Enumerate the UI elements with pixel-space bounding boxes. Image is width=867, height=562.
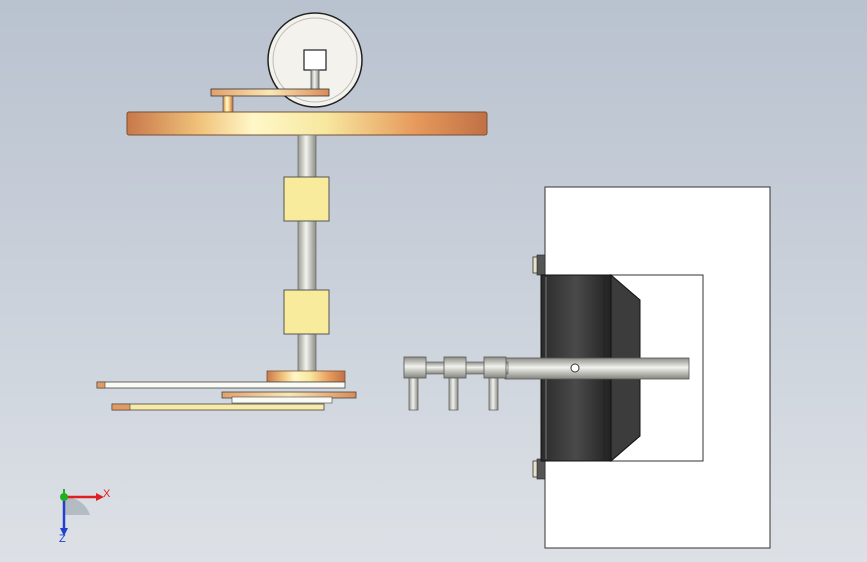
horizontal-shaft[interactable] — [504, 357, 690, 380]
vertical-shaft[interactable] — [297, 134, 317, 373]
x-axis-label: X — [103, 488, 111, 500]
z-axis-label: Z — [59, 533, 66, 545]
motor-assembly[interactable] — [403, 186, 771, 549]
shaft-collar-3[interactable] — [483, 356, 507, 411]
shaft-pin-hole — [570, 363, 580, 373]
upper-bearing-block[interactable] — [283, 176, 330, 222]
lower-bearing-block[interactable] — [283, 289, 330, 335]
top-platform-plate[interactable] — [126, 111, 488, 136]
bolt-top[interactable] — [532, 254, 546, 276]
bolt-bottom[interactable] — [532, 458, 546, 480]
shaft-collar-1[interactable] — [403, 356, 427, 411]
shaft-collar-2[interactable] — [443, 356, 467, 411]
bottom-plate-stack[interactable] — [96, 381, 357, 411]
shaft-collar[interactable] — [266, 370, 346, 383]
coordinate-triad-icon[interactable]: X Z — [59, 488, 111, 545]
top-dial[interactable] — [267, 12, 363, 108]
vertical-assembly[interactable] — [96, 12, 488, 411]
